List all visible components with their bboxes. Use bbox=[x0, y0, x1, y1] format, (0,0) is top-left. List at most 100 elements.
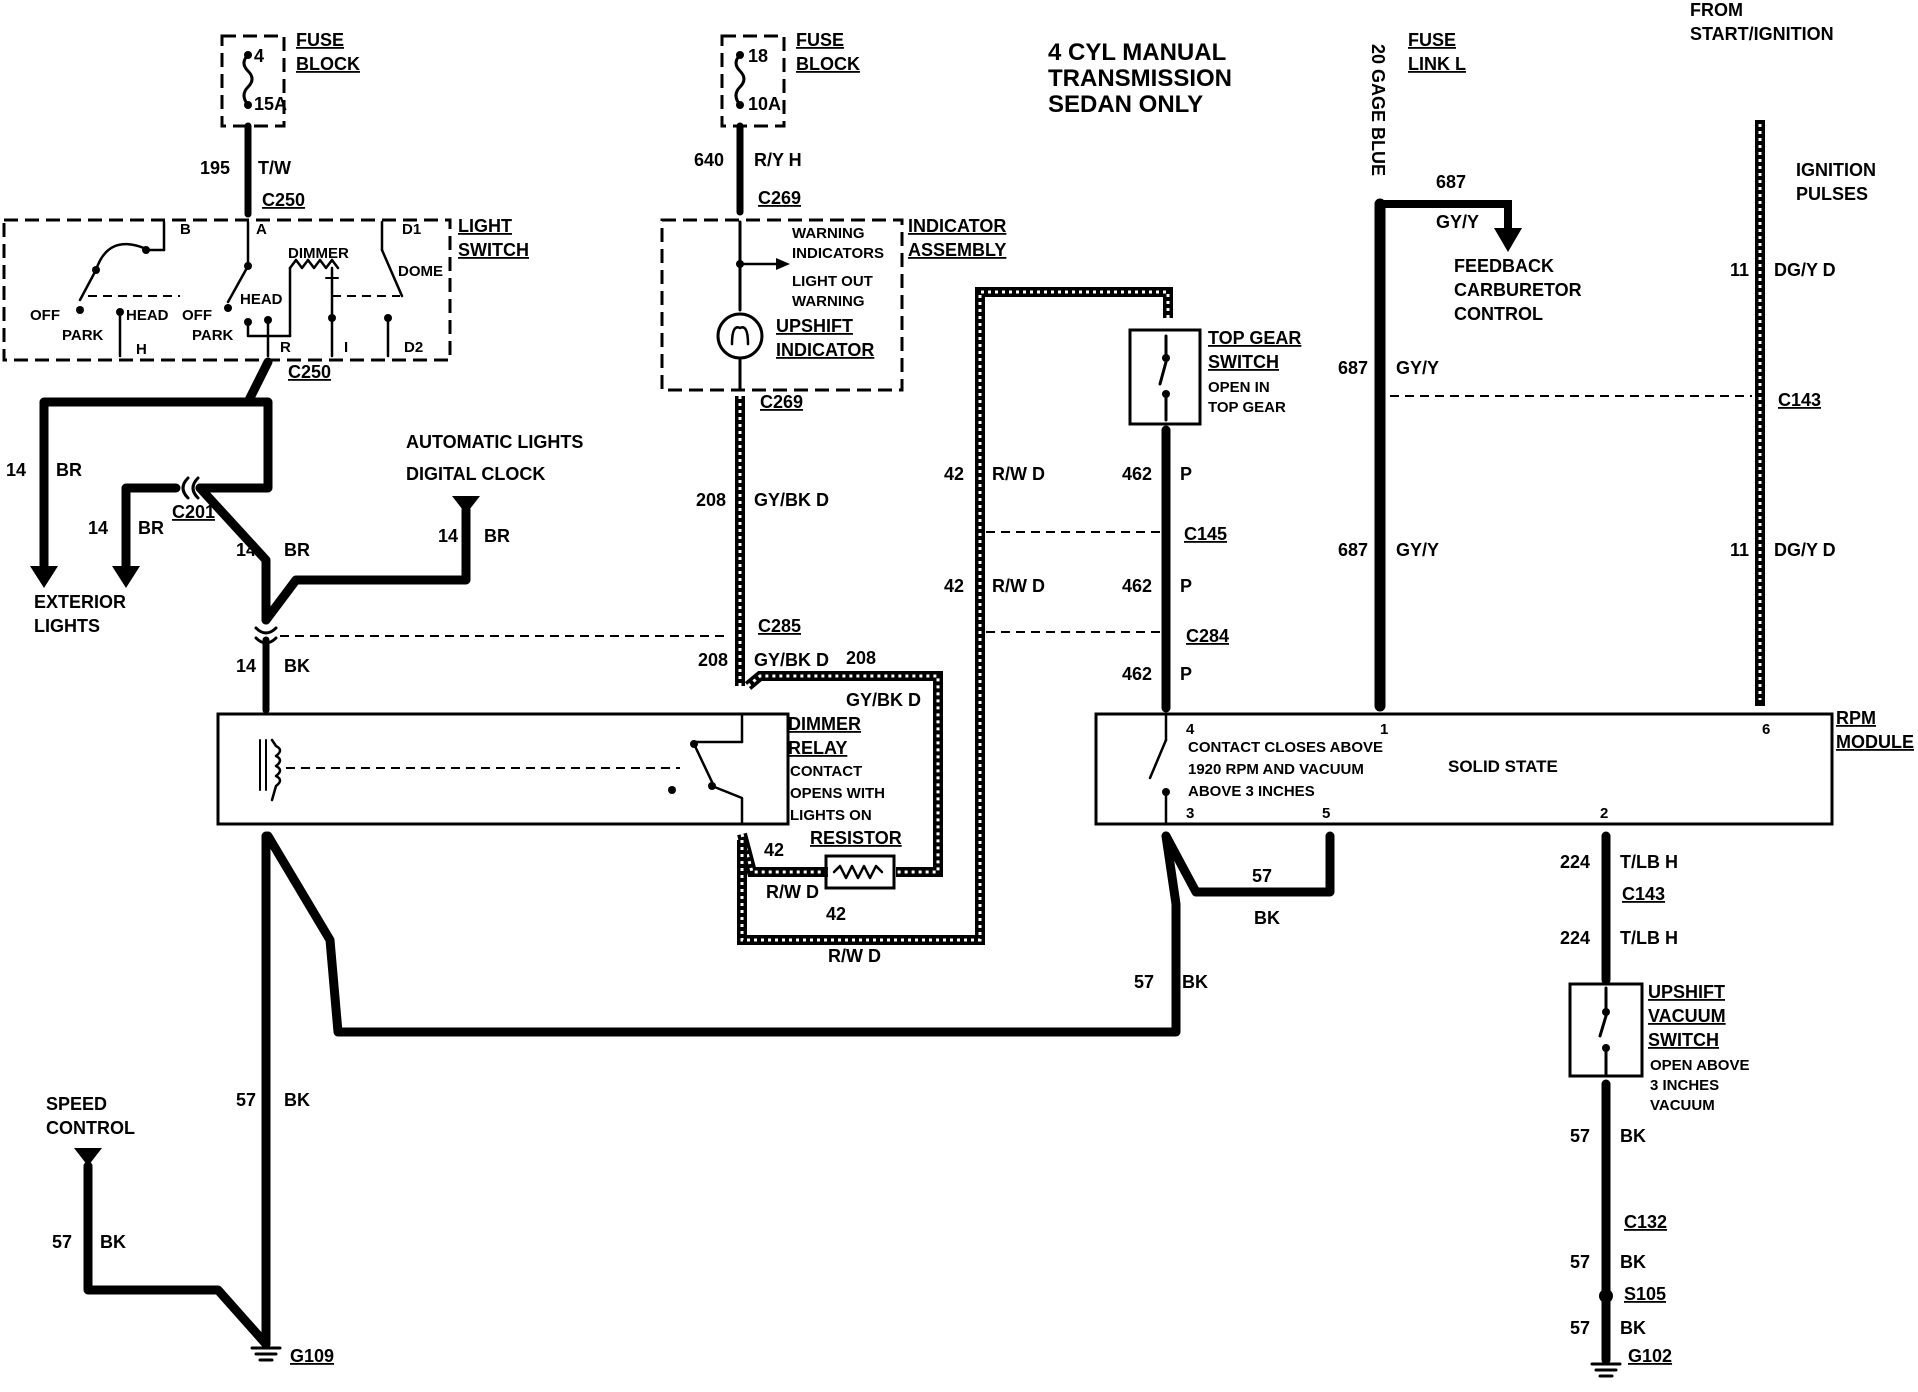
light-switch-park-left: PARK bbox=[62, 327, 104, 344]
wire-57-color-f: BK bbox=[1620, 1252, 1646, 1272]
wire-42-color-d: R/W D bbox=[992, 576, 1045, 596]
rheostat-icon bbox=[288, 258, 340, 270]
speed-control-1: SPEED bbox=[46, 1094, 107, 1114]
pulses-label: PULSES bbox=[1796, 184, 1868, 204]
light-switch-title-1: LIGHT bbox=[458, 216, 512, 236]
rpm-pin-6: 6 bbox=[1762, 721, 1770, 738]
indicator-indicators: INDICATORS bbox=[792, 245, 884, 262]
wire-14-number-a: 14 bbox=[6, 460, 26, 480]
vacuum-switch-note-1: OPEN ABOVE bbox=[1650, 1057, 1749, 1074]
indicator-assembly: INDICATOR ASSEMBLY WARNING INDICATORS LI… bbox=[660, 216, 1006, 392]
connector-c201: C201 bbox=[172, 502, 215, 522]
rpm-module-note-3: ABOVE 3 INCHES bbox=[1188, 783, 1315, 800]
light-switch: LIGHT SWITCH B OFF HEAD PARK H A HEAD OF… bbox=[2, 216, 529, 362]
title-line-1: 4 CYL MANUAL bbox=[1048, 39, 1226, 66]
wire-208-color-a: GY/BK D bbox=[754, 490, 829, 510]
wire-687-color-a: GY/Y bbox=[1436, 212, 1479, 232]
dimmer-relay-note-3: LIGHTS ON bbox=[790, 807, 872, 824]
rpm-module-title-2: MODULE bbox=[1836, 732, 1914, 752]
top-gear-switch-note-2: TOP GEAR bbox=[1208, 399, 1286, 416]
rpm-pin-3: 3 bbox=[1186, 805, 1194, 822]
connector-c132: C132 bbox=[1624, 1212, 1667, 1232]
rpm-module-title-1: RPM bbox=[1836, 708, 1876, 728]
light-switch-off-right: OFF bbox=[182, 307, 212, 324]
fuse-b-number: 18 bbox=[748, 46, 768, 66]
light-switch-d2: D2 bbox=[404, 339, 423, 356]
resistor-icon bbox=[832, 864, 884, 880]
light-switch-h: H bbox=[136, 341, 147, 358]
from-label: FROM bbox=[1690, 0, 1743, 20]
arrow-down-icon bbox=[1494, 228, 1522, 252]
wire-195-color: T/W bbox=[258, 158, 291, 178]
wire-640-color: R/Y H bbox=[754, 150, 802, 170]
connector-c284: C284 bbox=[1186, 626, 1229, 646]
wire-42-number-a: 42 bbox=[764, 840, 784, 860]
fuse-b-amps: 10A bbox=[748, 94, 781, 114]
wire-687-number-c: 687 bbox=[1338, 540, 1368, 560]
wire-208-number-b: 208 bbox=[698, 650, 728, 670]
upshift-vacuum-switch: UPSHIFT VACUUM SWITCH OPEN ABOVE 3 INCHE… bbox=[1568, 982, 1749, 1114]
wire-195-number: 195 bbox=[200, 158, 230, 178]
ignition-label: IGNITION bbox=[1796, 160, 1876, 180]
rpm-module-solid-state: SOLID STATE bbox=[1448, 757, 1558, 776]
connector-c143-bottom: C143 bbox=[1622, 884, 1665, 904]
arrow-down-icon bbox=[30, 566, 58, 588]
fuse-block-b: 18 10A FUSE BLOCK bbox=[720, 30, 860, 128]
ground-g109-icon bbox=[250, 1346, 282, 1362]
splice-s105-icon bbox=[1599, 1289, 1613, 1303]
exterior-lights-2: LIGHTS bbox=[34, 616, 100, 636]
wire-57-color-e: BK bbox=[1620, 1126, 1646, 1146]
rpm-pin-1: 1 bbox=[1380, 721, 1388, 738]
wire-14-color-a: BR bbox=[56, 460, 82, 480]
wire-14-number-d: 14 bbox=[438, 526, 458, 546]
light-switch-r: R bbox=[280, 339, 291, 356]
indicator-warning: WARNING bbox=[792, 225, 865, 242]
dimmer-relay-note-2: OPENS WITH bbox=[790, 785, 885, 802]
wire-462-number-c: 462 bbox=[1122, 664, 1152, 684]
connector-c250-top: C250 bbox=[262, 190, 305, 210]
wire-11-number-b: 11 bbox=[1730, 540, 1749, 560]
light-switch-park-right: PARK bbox=[192, 327, 234, 344]
feedback-2: CARBURETOR bbox=[1454, 280, 1582, 300]
auto-lights-2: DIGITAL CLOCK bbox=[406, 464, 545, 484]
arrow-down-icon bbox=[112, 566, 140, 588]
dimmer-relay: DIMMER RELAY CONTACT OPENS WITH LIGHTS O… bbox=[216, 712, 885, 826]
vacuum-switch-title-3: SWITCH bbox=[1648, 1030, 1719, 1050]
wire-208-color-c: GY/BK D bbox=[846, 690, 921, 710]
vacuum-switch-title-2: VACUUM bbox=[1648, 1006, 1726, 1026]
wire-57-color-a: BK bbox=[1254, 908, 1280, 928]
light-switch-d1: D1 bbox=[402, 221, 421, 238]
start-ignition-label: START/IGNITION bbox=[1690, 24, 1834, 44]
upshift-indicator-2: INDICATOR bbox=[776, 340, 874, 360]
fuse-block-a: 4 15A FUSE BLOCK bbox=[220, 30, 360, 128]
connector-c269-top: C269 bbox=[758, 188, 801, 208]
wire-14-color-e: BK bbox=[284, 656, 310, 676]
feedback-1: FEEDBACK bbox=[1454, 256, 1554, 276]
light-switch-b: B bbox=[180, 221, 191, 238]
light-switch-a: A bbox=[256, 221, 267, 238]
wire-14-color-c: BR bbox=[284, 540, 310, 560]
wire-14-number-e: 14 bbox=[236, 656, 256, 676]
wire-687-number-a: 687 bbox=[1436, 172, 1466, 192]
auto-lights-1: AUTOMATIC LIGHTS bbox=[406, 432, 583, 452]
indicator-light-out: LIGHT OUT bbox=[792, 273, 873, 290]
arrow-down-icon bbox=[452, 496, 480, 514]
fuse-a-amps: 15A bbox=[254, 94, 287, 114]
top-gear-switch-title-1: TOP GEAR bbox=[1208, 328, 1301, 348]
wire-57-color-b: BK bbox=[1182, 972, 1208, 992]
wire-462-color-a: P bbox=[1180, 464, 1192, 484]
wire-57-color-d: BK bbox=[100, 1232, 126, 1252]
wire-462-number-b: 462 bbox=[1122, 576, 1152, 596]
top-gear-switch-title-2: SWITCH bbox=[1208, 352, 1279, 372]
fuse-b-label-1: FUSE bbox=[796, 30, 844, 50]
fuse-b-label-2: BLOCK bbox=[796, 54, 860, 74]
wire-57-color-c: BK bbox=[284, 1090, 310, 1110]
bulb-icon bbox=[716, 312, 764, 360]
light-switch-title-2: SWITCH bbox=[458, 240, 529, 260]
fuse-a-label-2: BLOCK bbox=[296, 54, 360, 74]
wire-687-color-c: GY/Y bbox=[1396, 540, 1439, 560]
wire-224-color-b: T/LB H bbox=[1620, 928, 1678, 948]
indicator-assembly-title-1: INDICATOR bbox=[908, 216, 1006, 236]
wire-14-number-b: 14 bbox=[88, 518, 108, 538]
